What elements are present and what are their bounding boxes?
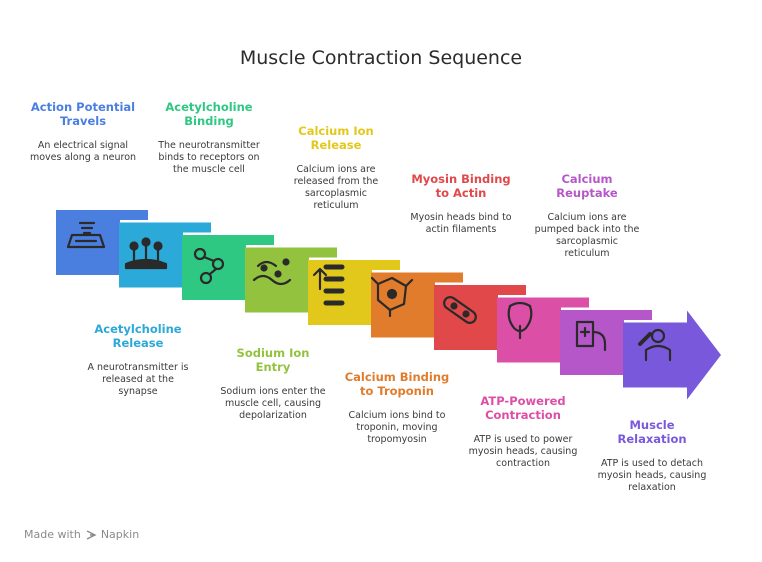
step-block-10: [623, 310, 721, 400]
step-title: ATP-Powered Contraction: [480, 394, 566, 422]
step-description: A neurotransmitter is released at the sy…: [87, 362, 189, 397]
muscle-power-icon: [507, 301, 533, 340]
step-title: Sodium Ion Entry: [236, 346, 310, 374]
step-title: Muscle Relaxation: [617, 418, 687, 446]
step-title: Acetylcholine Binding: [165, 100, 253, 128]
step-description: ATP is used to detach myosin heads, caus…: [597, 458, 707, 493]
step-label-1: Action Potential Travels An electrical si…: [28, 100, 138, 164]
ion-wave-icon: [252, 258, 292, 286]
step-block-8: [497, 297, 589, 363]
footer: Made with Napkin: [24, 528, 139, 541]
step-title: Myosin Binding to Actin: [411, 172, 511, 200]
molecules-release-icon: [124, 237, 168, 270]
step-title: Calcium Reuptake: [556, 172, 618, 200]
step-label-2: Acetylcholine Release A neurotransmitter …: [83, 322, 193, 398]
ion-list-icon: [312, 264, 345, 306]
step-description: Sodium ions enter the muscle cell, causi…: [220, 386, 326, 421]
step-title: Acetylcholine Release: [94, 322, 182, 350]
filament-link-icon: [443, 296, 477, 324]
step-block-6: [371, 272, 463, 338]
step-title: Action Potential Travels: [30, 100, 136, 128]
step-description: Myosin heads bind to actin filaments: [410, 212, 512, 235]
step-description: An electrical signal moves along a neuro…: [29, 140, 137, 163]
step-block-5: [308, 260, 400, 325]
touch-panel-icon: [66, 221, 106, 249]
step-description: Calcium ions bind to troponin, moving tr…: [348, 410, 446, 445]
pump-icon: [575, 320, 607, 352]
step-block-2: [119, 222, 211, 288]
diagram-title: Muscle Contraction Sequence: [239, 47, 523, 69]
relaxation-icon: [638, 328, 672, 362]
molecule-structure-icon: [193, 247, 225, 285]
step-description: Calcium ions are pumped back into the sa…: [534, 212, 640, 259]
protein-binding-icon: [370, 276, 414, 318]
napkin-logo-icon: [86, 529, 97, 540]
step-description: ATP is used to power myosin heads, causi…: [468, 434, 578, 469]
brand-name: Napkin: [100, 528, 140, 541]
step-title: Calcium Ion Release: [298, 124, 374, 152]
step-description: The neurotransmitter binds to receptors …: [158, 140, 260, 175]
made-with-text: Made with: [24, 528, 81, 541]
step-description: Calcium ions are released from the sarco…: [293, 164, 379, 211]
step-title: Calcium Binding to Troponin: [344, 370, 450, 398]
